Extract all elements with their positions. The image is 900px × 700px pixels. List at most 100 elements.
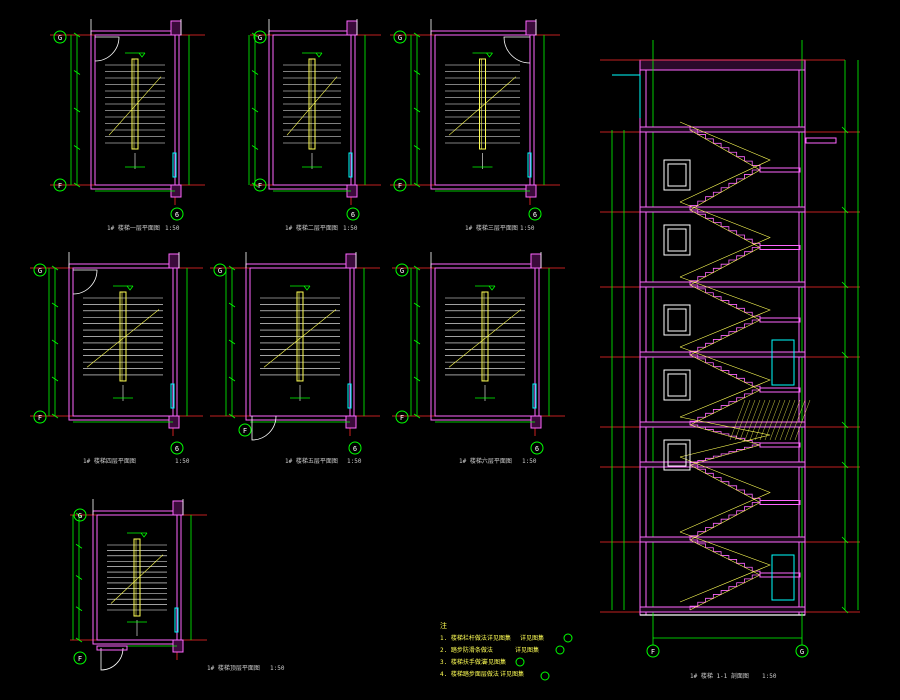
grid-bubble-bottom: F [395, 410, 409, 424]
handrail [308, 58, 316, 150]
column [168, 253, 180, 269]
window-frame [663, 159, 691, 191]
flight-slope [689, 284, 761, 321]
note-item: 3. 楼梯扶手做法 详见图集 [440, 657, 525, 667]
plan-scale: 1:50 [520, 225, 535, 232]
dimension-tick [228, 265, 236, 271]
window-pane [667, 163, 687, 187]
handrail [479, 58, 486, 150]
plan-title: 1# 楼梯三层平面图 [465, 224, 518, 232]
svg-text:详见图集: 详见图集 [515, 646, 539, 654]
dimension-tick [73, 32, 81, 38]
dimension-tick [73, 182, 81, 188]
stair-flight [689, 422, 761, 445]
stair-plan-2: G F 6 1# 楼梯二层平面图 1:50 [248, 19, 381, 232]
handrail [119, 291, 127, 382]
roof-slab [639, 59, 806, 71]
window-pane [667, 228, 687, 252]
grid-bubble-right: G [795, 644, 809, 658]
wall-outline [90, 30, 180, 190]
plan-scale: 1:50 [175, 458, 190, 465]
railing [679, 531, 771, 603]
notes-block: 注 1. 楼梯栏杆做法详见图集 详见图集 2. 踏步防滑条做法 详见图集 3. … [440, 621, 573, 681]
svg-text:F: F [78, 655, 82, 663]
window-pane [667, 443, 687, 467]
svg-text:F: F [651, 648, 655, 656]
landing [759, 317, 801, 323]
wall-stub [96, 645, 128, 651]
hatch-line [794, 399, 811, 441]
svg-text:G: G [400, 267, 404, 275]
dimension-tick [413, 302, 421, 308]
handrail [133, 538, 141, 617]
stair-section-1-1: F G 1# 楼梯 1-1 剖面图 1:50 [600, 40, 860, 680]
floor-slab [639, 536, 806, 543]
stair-flight [689, 386, 761, 425]
handrail [481, 291, 489, 382]
walk-line [448, 76, 517, 136]
landing [759, 442, 801, 448]
dimension-tick [413, 145, 421, 150]
dimension-tick [75, 512, 83, 518]
flight-slope [689, 444, 761, 466]
window-frame [663, 304, 691, 336]
svg-text:F: F [398, 182, 402, 190]
stair-flight [689, 316, 761, 355]
window [174, 607, 179, 633]
hatch-line [729, 399, 746, 441]
railing [679, 456, 771, 533]
hatch-line [779, 399, 796, 441]
grid-bubble-right: 6 [170, 441, 184, 455]
dimension-tick [75, 606, 83, 612]
wall-outline [430, 30, 535, 190]
door-swing [72, 269, 98, 295]
flight-slope [689, 424, 761, 446]
dimension-tick [841, 461, 849, 469]
wall-inner [94, 34, 176, 186]
level-triangle [303, 285, 311, 291]
plan-title: 1# 楼梯六层平面图 [459, 457, 512, 465]
window [527, 152, 532, 178]
hatch-line [789, 399, 806, 441]
note-item: 2. 踏步防滑条做法 详见图集 [440, 645, 565, 655]
flight-slope [689, 129, 761, 171]
landing [759, 572, 801, 578]
door-frame [771, 554, 795, 601]
dimension-tick [841, 126, 849, 134]
dimension-tick [51, 339, 59, 345]
note-item: 4. 楼梯踏步面层做法 详见图集 [440, 670, 550, 681]
level-triangle [138, 52, 146, 58]
railing [679, 416, 771, 458]
svg-text:G: G [218, 267, 222, 275]
dimension-tick [228, 339, 236, 345]
stair-plan-5: G F 6 1# 楼梯五层平面图 1:50 [210, 252, 380, 465]
wall-inner [434, 267, 536, 417]
section-title: 1# 楼梯 1-1 剖面图 [690, 672, 749, 680]
walk-line [108, 76, 162, 136]
dimension-tick [51, 302, 59, 308]
dimension-tick [841, 606, 849, 614]
flight-slope [689, 209, 761, 248]
dimension-tick [73, 107, 81, 113]
dimension-tick [73, 145, 81, 150]
svg-text:G: G [258, 34, 262, 42]
stair-flight [689, 442, 761, 465]
svg-text:6: 6 [535, 445, 539, 453]
plan-scale: 1:50 [270, 665, 285, 672]
dimension-tick [413, 107, 421, 113]
stair-flight [689, 281, 761, 320]
window [532, 383, 537, 409]
grid-bubble-right: 6 [528, 207, 542, 221]
svg-text:2. 踏步防滑条做法: 2. 踏步防滑条做法 [440, 646, 493, 654]
wall-inner [434, 34, 531, 186]
door-frame [771, 339, 795, 386]
landing [759, 245, 801, 250]
grid-bubble-right: 6 [170, 207, 184, 221]
plan-title: 1# 楼梯一层平面图 [107, 224, 160, 232]
dimension-tick [413, 376, 421, 382]
railing [679, 276, 771, 348]
svg-text:F: F [243, 427, 247, 435]
landing [759, 387, 801, 393]
dimension-tick [51, 265, 59, 271]
window [170, 383, 175, 409]
